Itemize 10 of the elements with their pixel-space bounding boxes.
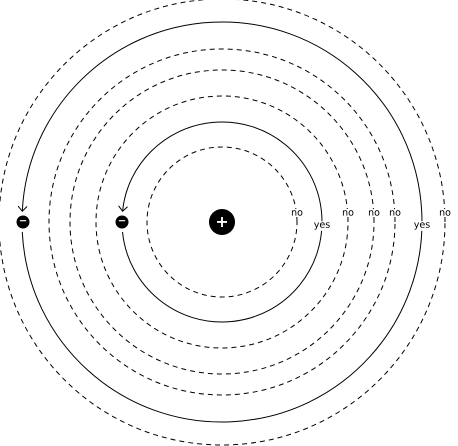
orbit-label: no: [340, 209, 356, 217]
orbit-label: no: [366, 209, 382, 217]
electron: −: [116, 215, 128, 228]
electron: −: [16, 215, 30, 228]
orbit-label: no: [290, 209, 304, 217]
nucleus: +: [209, 208, 235, 235]
orbit-label: yes: [312, 221, 332, 231]
orbit-label: yes: [412, 221, 432, 231]
orbit-label: no: [388, 209, 402, 217]
orbit-label: no: [438, 209, 452, 217]
